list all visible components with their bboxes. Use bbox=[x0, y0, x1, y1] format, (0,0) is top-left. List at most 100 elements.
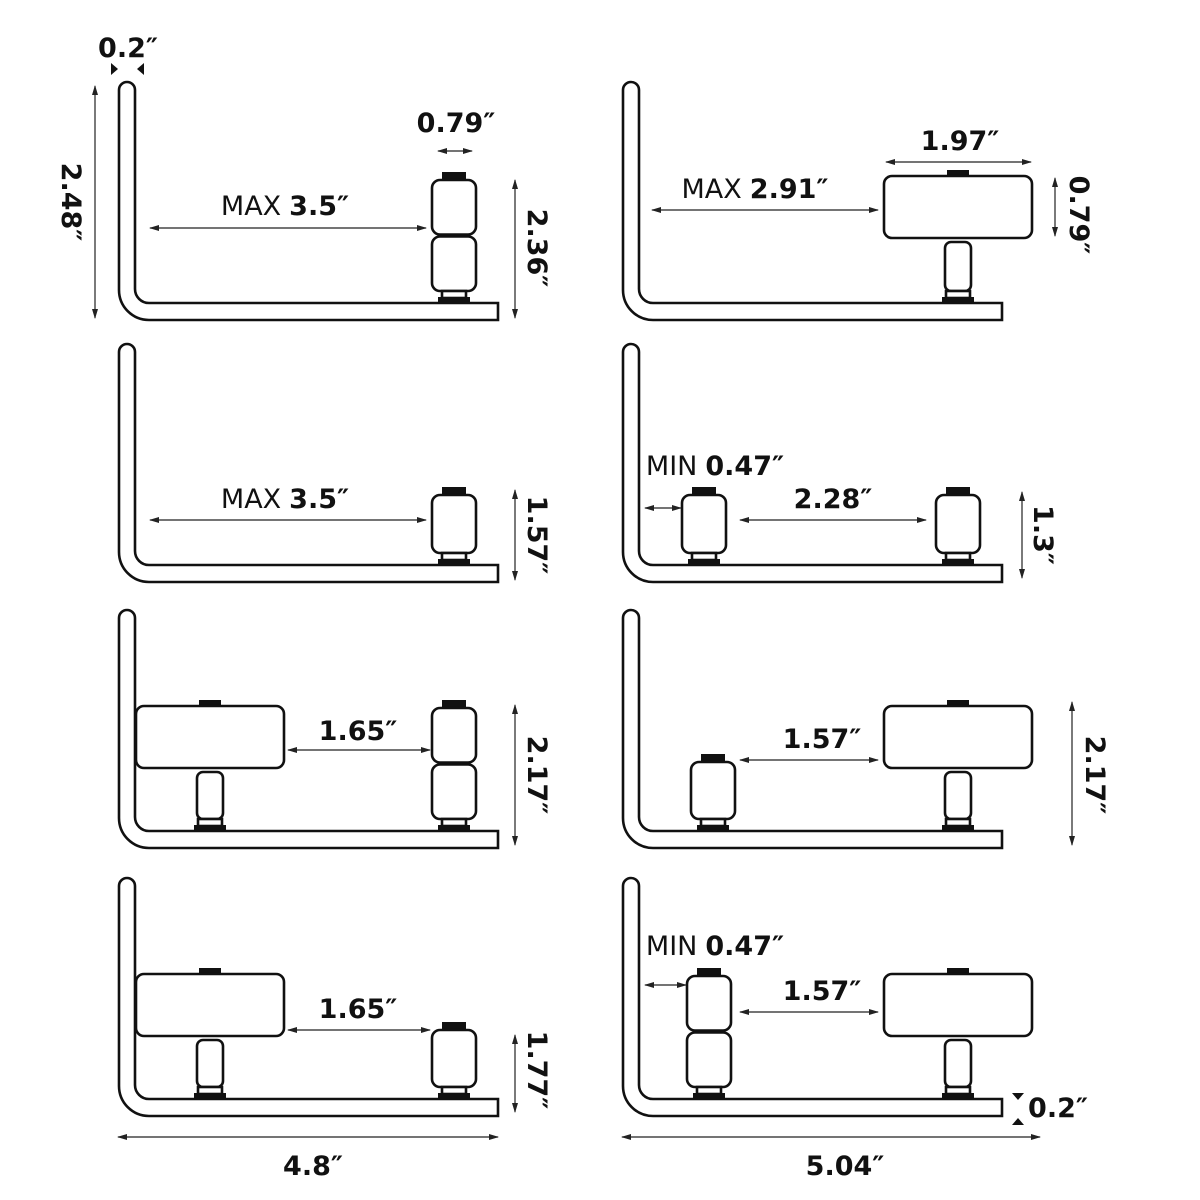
guide-wheel bbox=[134, 972, 286, 1038]
arrowhead-icon bbox=[111, 63, 118, 75]
roller-cap bbox=[442, 172, 466, 181]
roller-base bbox=[942, 559, 974, 565]
roller-upper bbox=[430, 706, 478, 764]
roller-neck bbox=[690, 551, 718, 562]
roller-base bbox=[688, 559, 720, 565]
min-prefix: MIN bbox=[646, 931, 697, 962]
bracket bbox=[621, 342, 1004, 584]
wheel-width-label: 1.97″ bbox=[921, 126, 1000, 157]
thickness-label: 0.2″ bbox=[1028, 1093, 1088, 1124]
value: 3.5″ bbox=[289, 191, 349, 222]
value: 2.91″ bbox=[750, 174, 829, 205]
bracket bbox=[621, 876, 1004, 1118]
roller-lower bbox=[685, 1031, 733, 1089]
roller-neck bbox=[440, 817, 468, 828]
roller-cap bbox=[946, 487, 970, 496]
roller-neck bbox=[440, 289, 468, 300]
guide-wheel bbox=[882, 174, 1034, 240]
thickness-label: 0.2″ bbox=[98, 33, 158, 64]
value: 1.3″ bbox=[1027, 505, 1058, 565]
roller-cap bbox=[701, 754, 725, 763]
wheel-stem bbox=[195, 770, 225, 821]
value: 2.17″ bbox=[1079, 736, 1110, 815]
min-gap-label: MIN 0.47″ bbox=[646, 931, 784, 962]
bracket bbox=[621, 80, 1004, 322]
min-gap-label: MIN 0.47″ bbox=[646, 451, 784, 482]
max-gap-label: MAX 3.5″ bbox=[221, 191, 349, 222]
between-label: 2.28″ bbox=[794, 484, 873, 515]
total-width-label: 5.04″ bbox=[806, 1151, 885, 1182]
arrowhead-icon bbox=[1012, 1118, 1024, 1125]
value: 3.5″ bbox=[289, 484, 349, 515]
roller-height-label: 1.77″ bbox=[521, 1031, 552, 1110]
roller-height-label: 2.17″ bbox=[521, 736, 552, 815]
bracket bbox=[117, 80, 500, 322]
value: 0.47″ bbox=[705, 931, 784, 962]
height-label: 2.48″ bbox=[55, 163, 86, 242]
value: 0.47″ bbox=[705, 451, 784, 482]
roller-base bbox=[438, 297, 470, 303]
wheel-height-label: 0.79″ bbox=[1063, 176, 1094, 255]
panel-8: MIN 0.47″ 1.57″ 0.2″ 5.04″ bbox=[621, 876, 1088, 1182]
bracket bbox=[117, 342, 500, 584]
roller-neck bbox=[944, 817, 972, 828]
roller-neck bbox=[944, 1085, 972, 1096]
guide-wheel bbox=[134, 704, 286, 770]
arrowhead-icon bbox=[1012, 1093, 1024, 1100]
value: 1.57″ bbox=[783, 724, 862, 755]
roller-base bbox=[194, 1093, 226, 1099]
roller-neck bbox=[196, 1085, 224, 1096]
roller bbox=[430, 493, 478, 555]
value: 0.2″ bbox=[1028, 1093, 1088, 1124]
roller-neck bbox=[695, 1085, 723, 1096]
roller bbox=[934, 493, 982, 555]
value: 5.04″ bbox=[806, 1151, 885, 1182]
value: 2.17″ bbox=[521, 736, 552, 815]
bracket bbox=[621, 608, 1004, 850]
roller-neck bbox=[699, 817, 727, 828]
guide-wheel bbox=[882, 704, 1034, 770]
total-width-label: 4.8″ bbox=[283, 1151, 343, 1182]
roller-base bbox=[942, 825, 974, 831]
roller-height-label: 2.17″ bbox=[1079, 736, 1110, 815]
value: 1.65″ bbox=[319, 716, 398, 747]
value: 1.77″ bbox=[521, 1031, 552, 1110]
panel-5: 1.65″ 2.17″ bbox=[117, 608, 552, 850]
roller-neck bbox=[196, 817, 224, 828]
max-prefix: MAX bbox=[221, 191, 281, 222]
value: 0.79″ bbox=[417, 108, 496, 139]
guide-wheel bbox=[882, 972, 1034, 1038]
max-prefix: MAX bbox=[221, 484, 281, 515]
roller-base bbox=[438, 825, 470, 831]
roller-cap bbox=[442, 700, 466, 709]
value: 4.8″ bbox=[283, 1151, 343, 1182]
between-label: 1.57″ bbox=[783, 976, 862, 1007]
roller-height-label: 1.57″ bbox=[521, 496, 552, 575]
wheel-cap bbox=[947, 170, 969, 178]
panel-3: MAX 3.5″ 1.57″ bbox=[117, 342, 552, 584]
value: 1.65″ bbox=[319, 994, 398, 1025]
roller-base bbox=[693, 1093, 725, 1099]
roller-lower bbox=[430, 235, 478, 293]
wheel-stem bbox=[943, 1038, 973, 1089]
between-label: 1.65″ bbox=[319, 716, 398, 747]
roller-base bbox=[194, 825, 226, 831]
value: 0.2″ bbox=[98, 33, 158, 64]
roller-neck bbox=[440, 1085, 468, 1096]
roller-base bbox=[438, 1093, 470, 1099]
wheel-stem bbox=[943, 240, 973, 293]
bracket bbox=[117, 608, 500, 850]
panel-7: 1.65″ 1.77″ 4.8″ bbox=[117, 876, 552, 1182]
roller-width-label: 0.79″ bbox=[417, 108, 496, 139]
value: 0.79″ bbox=[1063, 176, 1094, 255]
min-prefix: MIN bbox=[646, 451, 697, 482]
roller-neck bbox=[440, 551, 468, 562]
roller-cap bbox=[442, 1022, 466, 1031]
panel-6: 1.57″ 2.17″ bbox=[621, 608, 1110, 850]
roller-base bbox=[697, 825, 729, 831]
roller-base bbox=[942, 297, 974, 303]
